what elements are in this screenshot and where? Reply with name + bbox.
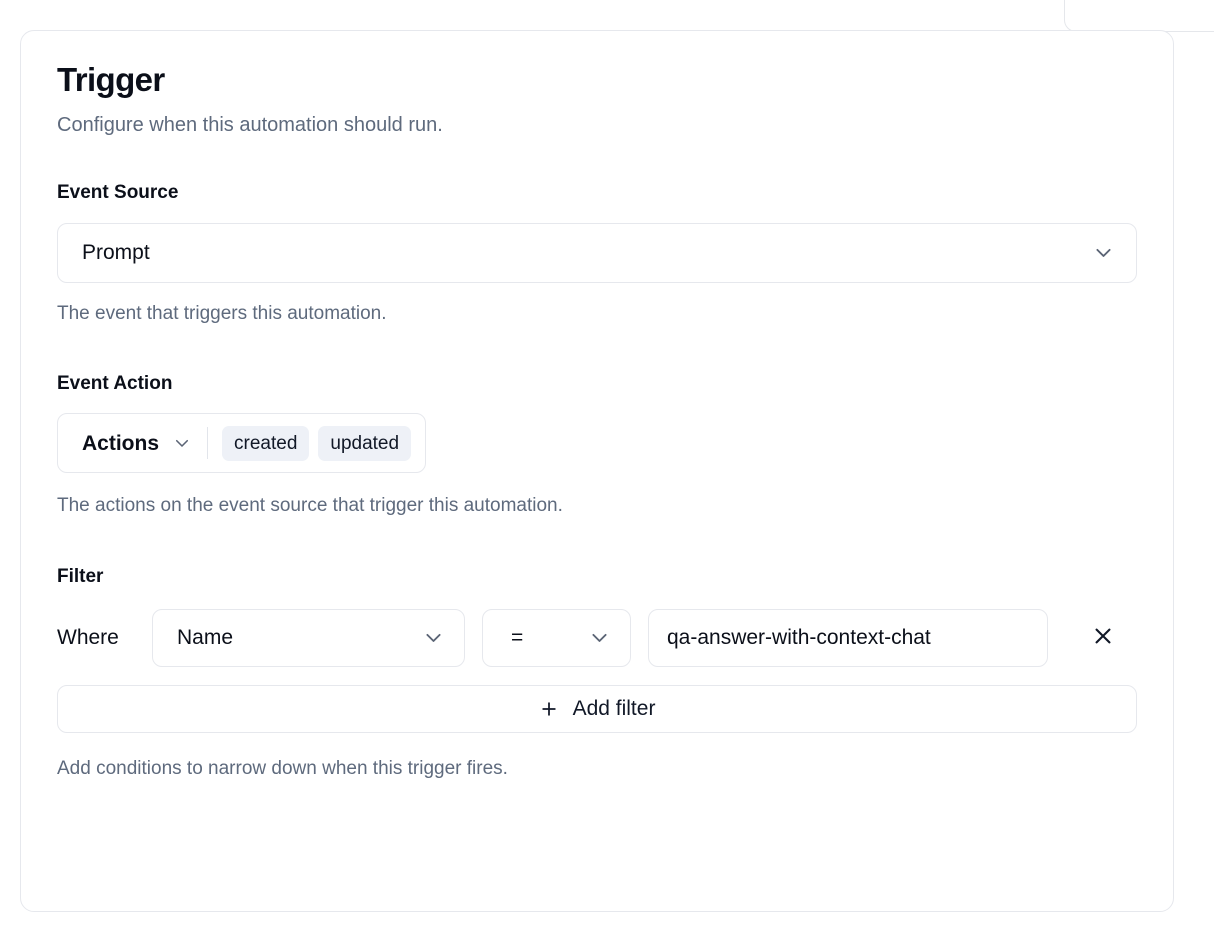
event-action-dropdown[interactable]: Actions: [82, 433, 207, 454]
event-source-value: Prompt: [82, 241, 150, 265]
add-filter-button[interactable]: Add filter: [57, 684, 1137, 733]
where-label: Where: [57, 626, 119, 650]
filter-field-value: Name: [177, 626, 234, 650]
event-action-badges: created updated: [222, 425, 412, 461]
event-source-select[interactable]: Prompt: [57, 222, 1137, 283]
page-title: Trigger: [57, 61, 165, 98]
add-filter-label: Add filter: [572, 697, 656, 721]
divider: [207, 427, 209, 460]
event-source-label: Event Source: [57, 181, 179, 203]
filter-field-select[interactable]: Name: [152, 608, 465, 667]
trigger-card: Trigger Configure when this automation s…: [20, 30, 1174, 912]
chevron-down-icon: [1093, 242, 1114, 263]
filter-label: Filter: [57, 566, 104, 588]
event-source-help: The event that triggers this automation.: [57, 302, 387, 324]
chevron-down-icon: [173, 434, 191, 452]
event-action-dropdown-label: Actions: [82, 431, 160, 455]
event-action-section: Event Action Actions created updated The…: [57, 373, 1137, 519]
filter-help: Add conditions to narrow down when this …: [57, 757, 508, 779]
event-source-section: Event Source Prompt The event that trigg…: [57, 182, 1137, 326]
background-card-edge: [1064, 0, 1214, 32]
remove-filter-button[interactable]: [1082, 617, 1124, 659]
filter-row: Where Name =: [57, 608, 1137, 667]
event-action-control: Actions created updated: [57, 413, 427, 474]
event-action-help: The actions on the event source that tri…: [57, 495, 563, 517]
plus-icon: [539, 699, 559, 719]
event-action-badge-created[interactable]: created: [222, 425, 310, 461]
filter-value-input[interactable]: [648, 608, 1048, 667]
page-subtitle: Configure when this automation should ru…: [57, 113, 443, 136]
filter-operator-select[interactable]: =: [482, 608, 631, 667]
event-action-badge-updated[interactable]: updated: [318, 425, 412, 461]
filter-operator-value: =: [511, 626, 524, 650]
event-action-label: Event Action: [57, 372, 173, 394]
close-icon: [1092, 625, 1114, 650]
chevron-down-icon: [589, 627, 610, 648]
filter-section: Filter Where Name =: [57, 566, 1137, 781]
chevron-down-icon: [423, 627, 444, 648]
